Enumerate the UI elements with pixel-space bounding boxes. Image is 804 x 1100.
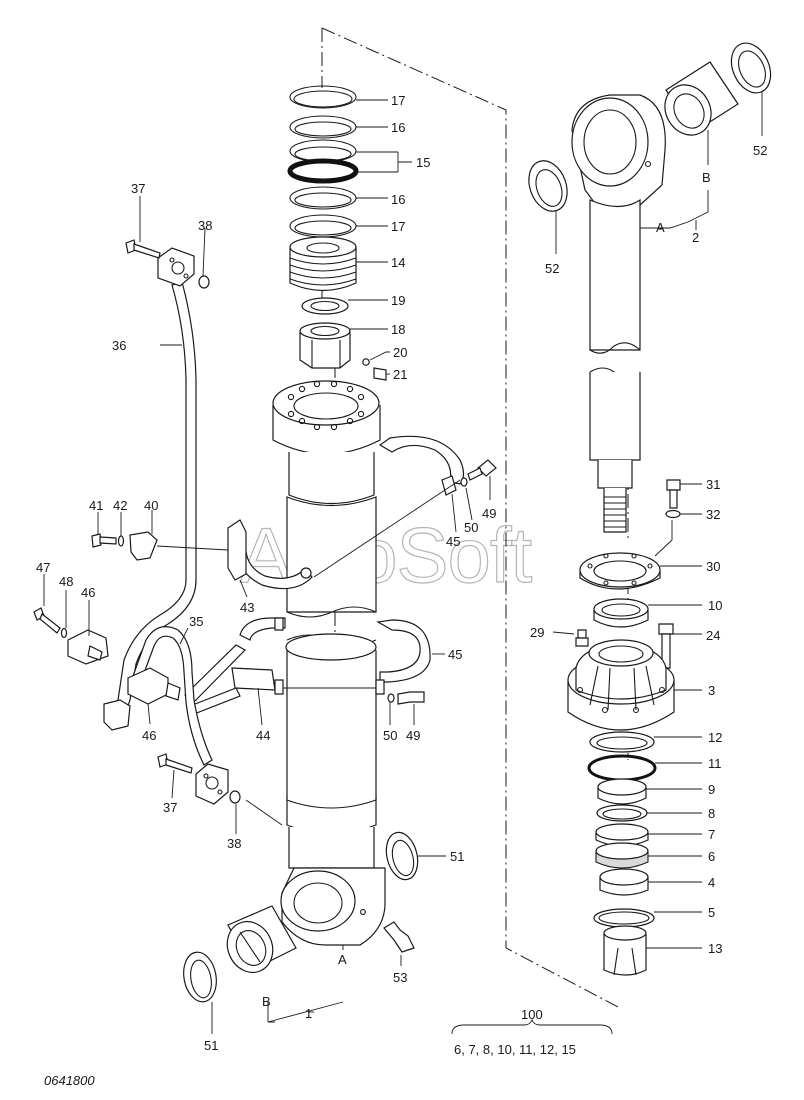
label-6: 6	[708, 849, 715, 864]
label-45: 45	[446, 534, 460, 549]
label-B: B	[702, 170, 711, 185]
label-47: 47	[36, 560, 50, 575]
label-37: 37	[131, 181, 145, 196]
label-13: 13	[708, 941, 722, 956]
label-44: 44	[256, 728, 270, 743]
label-15: 15	[416, 155, 430, 170]
small-hardware	[33, 459, 497, 1003]
label-24: 24	[706, 628, 720, 643]
label-9: 9	[708, 782, 715, 797]
label-16: 16	[391, 120, 405, 135]
leader-lines	[43, 92, 763, 1035]
label-45: 45	[448, 647, 462, 662]
label-8: 8	[708, 806, 715, 821]
label-11: 11	[708, 756, 722, 771]
label-43: 43	[240, 600, 254, 615]
label-52: 52	[545, 261, 559, 276]
label-53: 53	[393, 970, 407, 985]
label-19: 19	[391, 293, 405, 308]
label-40: 40	[144, 498, 158, 513]
label-51: 51	[204, 1038, 218, 1053]
flange-bolt-holes	[287, 380, 365, 431]
label-12: 12	[708, 730, 722, 745]
label-17: 17	[391, 93, 405, 108]
label-42: 42	[113, 498, 127, 513]
label-49: 49	[406, 728, 420, 743]
label-32: 32	[706, 507, 720, 522]
label-51: 51	[450, 849, 464, 864]
label-37: 37	[163, 800, 177, 815]
pipe-clamps	[184, 435, 465, 715]
piston-rod-part-2	[528, 42, 772, 533]
label-2: 2	[692, 230, 699, 245]
label-21: 21	[393, 367, 407, 382]
label-3: 3	[708, 683, 715, 698]
kit-number: 100	[521, 1007, 543, 1022]
label-38: 38	[198, 218, 212, 233]
cylinder-tube-part-1	[272, 380, 386, 946]
label-14: 14	[391, 255, 405, 270]
label-46: 46	[142, 728, 156, 743]
drawing-code: 0641800	[44, 1073, 95, 1088]
label-49: 49	[482, 506, 496, 521]
callout-labels: 17 16 15 16 17 14 19 18 20 21 37 38 36 4…	[36, 93, 767, 1053]
label-10: 10	[708, 598, 722, 613]
label-46: 46	[81, 585, 95, 600]
label-17: 17	[391, 219, 405, 234]
label-A: A	[338, 952, 347, 967]
cylinder-head-stack	[567, 479, 681, 976]
kit-contents: 6, 7, 8, 10, 11, 12, 15	[454, 1042, 576, 1057]
label-30: 30	[706, 559, 720, 574]
label-31: 31	[706, 477, 720, 492]
label-48: 48	[59, 574, 73, 589]
label-41: 41	[89, 498, 103, 513]
label-52: 52	[753, 143, 767, 158]
label-5: 5	[708, 905, 715, 920]
label-4: 4	[708, 875, 715, 890]
label-7: 7	[708, 827, 715, 842]
label-16: 16	[391, 192, 405, 207]
label-50: 50	[383, 728, 397, 743]
hydraulic-pipes	[103, 239, 241, 805]
label-36: 36	[112, 338, 126, 353]
label-1: 1	[305, 1006, 312, 1021]
piston-seal-stack	[287, 85, 387, 381]
label-38: 38	[227, 836, 241, 851]
label-18: 18	[391, 322, 405, 337]
label-B: B	[262, 994, 271, 1009]
label-50: 50	[464, 520, 478, 535]
label-35: 35	[189, 614, 203, 629]
label-A: A	[656, 220, 665, 235]
label-20: 20	[393, 345, 407, 360]
label-29: 29	[530, 625, 544, 640]
